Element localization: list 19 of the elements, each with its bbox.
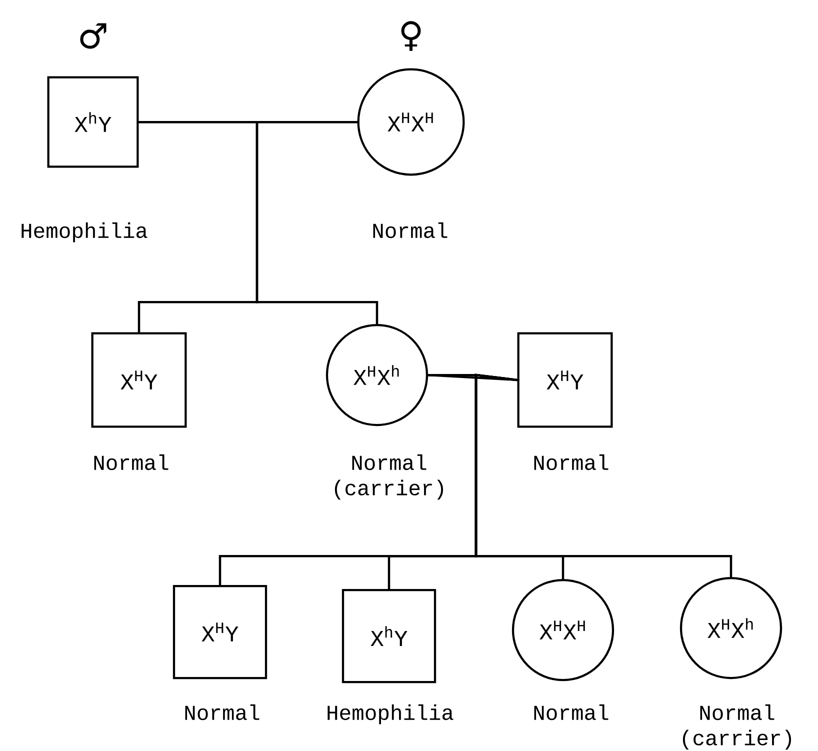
- phenotype-label: Normal: [94, 454, 168, 470]
- male-square: X$^{h}$Y: [342, 588, 436, 684]
- phenotype-label: Hemophilia: [22, 222, 148, 242]
- male-square: X$^{H}$Y: [91, 332, 187, 428]
- descent-line: [474, 374, 732, 577]
- phenotype-label: Normal (carrier): [682, 704, 792, 750]
- descent-line: [256, 120, 378, 324]
- phenotype-label: Normal: [373, 222, 448, 238]
- phenotype-label: Normal (carrier): [334, 454, 444, 500]
- sex-symbol: ♂: [80, 23, 106, 49]
- phenotype-label: Normal: [534, 454, 608, 470]
- sex-symbol: ♀: [401, 21, 421, 51]
- phenotype-label: Hemophilia: [328, 704, 454, 724]
- male-square: X$^{h}$Y: [47, 76, 139, 168]
- male-square: X$^{H}$Y: [172, 584, 268, 680]
- phenotype-label: Normal: [185, 704, 260, 720]
- male-square: X$^{H}$Y: [517, 332, 613, 428]
- phenotype-label: Normal: [534, 704, 608, 720]
- marriage-line: [428, 374, 518, 382]
